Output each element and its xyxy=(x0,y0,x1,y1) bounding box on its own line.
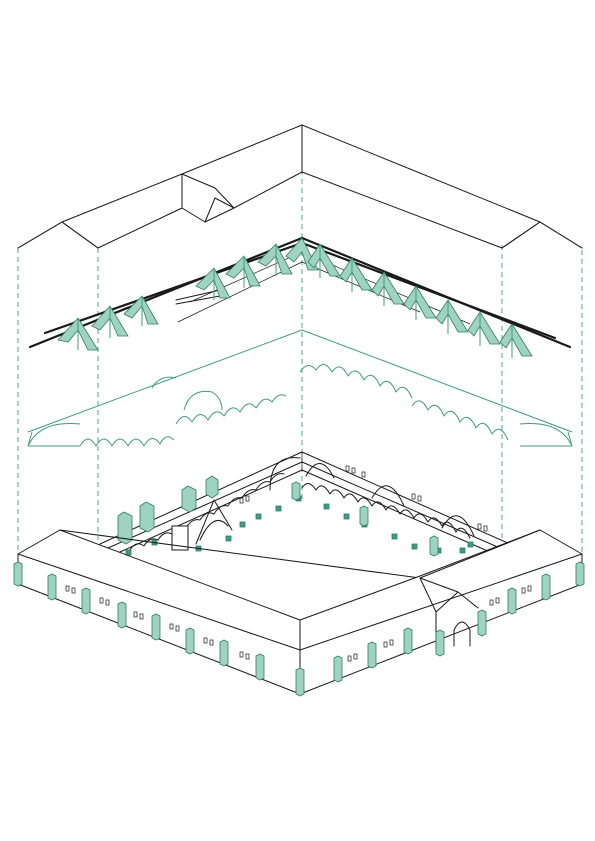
outer-building-roof xyxy=(17,529,583,651)
courtyard-piers xyxy=(117,475,439,557)
roof-layer xyxy=(17,124,583,249)
vault-layer xyxy=(27,329,573,447)
truss-frames xyxy=(57,237,533,358)
inner-colonnade xyxy=(99,451,511,553)
chapel-gable xyxy=(171,499,233,551)
outer-buttresses xyxy=(13,561,585,697)
cloister-ground-floor-layer xyxy=(13,451,585,697)
outer-windows xyxy=(65,585,532,662)
roof-truss-layer xyxy=(28,236,572,358)
vertical-guide-lines xyxy=(17,170,583,560)
